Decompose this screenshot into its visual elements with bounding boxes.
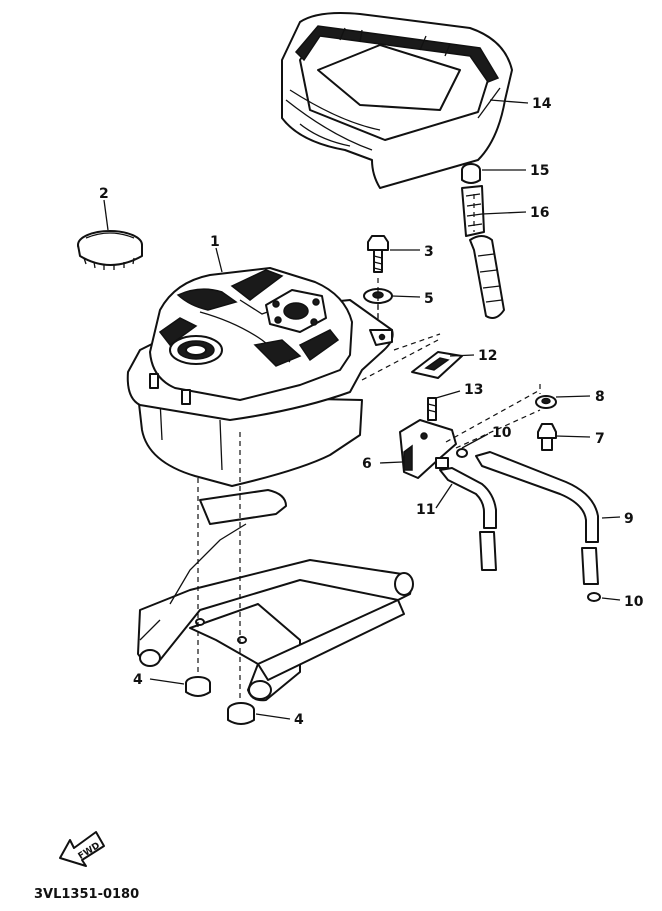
callout-1: 1 — [210, 234, 220, 250]
callout-10a: 10 — [492, 425, 512, 441]
part-8-washer — [535, 395, 557, 409]
leader-lines — [103, 99, 621, 720]
part-15-clip — [461, 163, 481, 184]
diagram-code: 3VL1351-0180 — [34, 887, 139, 902]
part-14-tank-cover — [281, 12, 513, 189]
fwd-arrow-icon: FWD — [59, 831, 105, 867]
part-16-hose — [461, 185, 505, 319]
part-10-clip-upper — [456, 448, 468, 458]
callout-7: 7 — [595, 431, 605, 447]
callout-15: 15 — [530, 163, 549, 179]
part-9-hose — [475, 451, 599, 585]
callouts: 1 2 3 4 4 5 6 7 8 9 10 10 11 12 13 14 15… — [99, 96, 644, 728]
callout-2: 2 — [99, 186, 109, 202]
frame-tubes — [137, 489, 414, 702]
callout-5: 5 — [424, 291, 434, 307]
callout-9: 9 — [624, 511, 634, 527]
alignment-lines — [197, 194, 541, 702]
part-7-screw — [537, 423, 557, 451]
callout-6: 6 — [362, 456, 372, 472]
part-3-bolt — [367, 235, 389, 273]
part-2-fuel-cap — [77, 230, 143, 270]
callout-14: 14 — [532, 96, 552, 112]
callout-3: 3 — [424, 244, 434, 260]
callout-11: 11 — [416, 502, 435, 518]
callout-12: 12 — [478, 348, 497, 364]
part-4-mount-rubber-b — [227, 702, 255, 725]
callout-8: 8 — [595, 389, 605, 405]
part-4-mount-rubber-a — [185, 676, 211, 697]
callout-16: 16 — [530, 205, 549, 221]
part-6-fuel-cock — [399, 397, 457, 479]
callout-13: 13 — [464, 382, 483, 398]
part-11-hose — [439, 467, 497, 571]
callout-4b: 4 — [294, 712, 304, 728]
part-1-fuel-tank — [126, 267, 394, 487]
callout-10b: 10 — [624, 594, 644, 610]
callout-4a: 4 — [133, 672, 143, 688]
part-10-clip-lower — [587, 592, 601, 602]
